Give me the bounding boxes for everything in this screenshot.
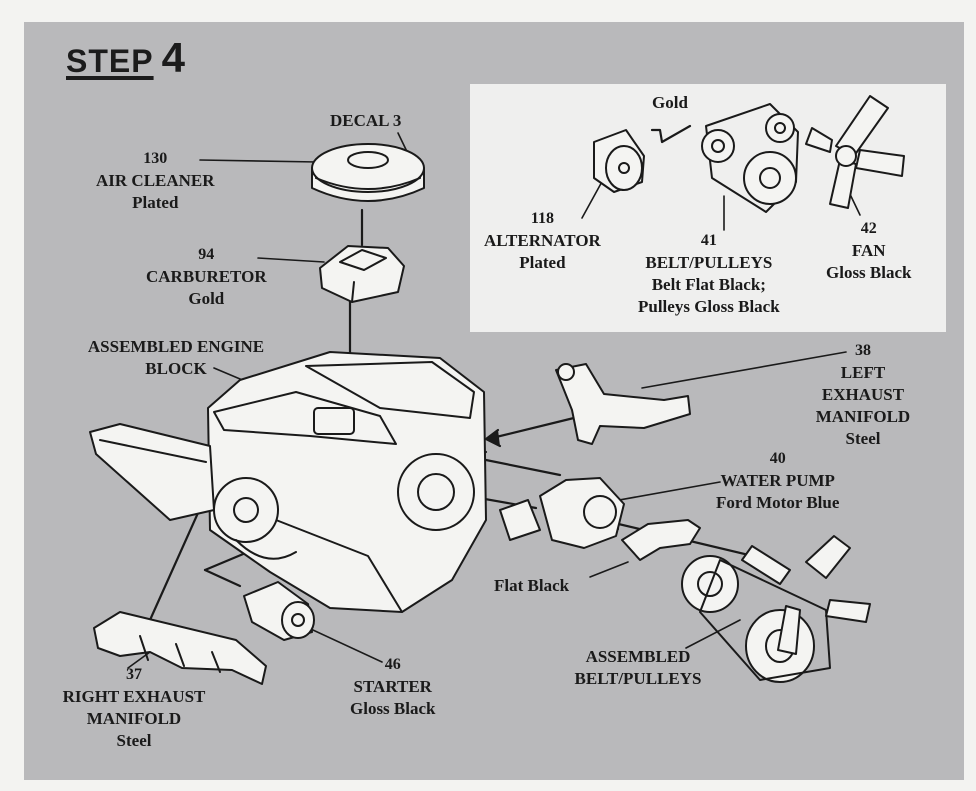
step-word: STEP	[66, 43, 154, 79]
label-carburetor: 94 CARBURETOR Gold	[146, 244, 267, 310]
label-inset-belt-pulleys: 41 BELT/PULLEYS Belt Flat Black; Pulleys…	[638, 230, 780, 318]
air-cleaner-part	[311, 143, 425, 202]
label-water-pump: 40 WATER PUMP Ford Motor Blue	[716, 448, 839, 514]
part-number: 118	[530, 210, 554, 227]
part-name: ASSEMBLED ENGINE BLOCK	[87, 337, 265, 378]
part-number: 130	[143, 150, 168, 167]
part-finish: Plated	[132, 193, 179, 212]
part-number: 42	[860, 220, 877, 237]
hose-part	[621, 519, 701, 561]
part-name: CARBURETOR	[146, 267, 267, 286]
part-name: RIGHT EXHAUST MANIFOLD	[62, 687, 206, 728]
part-number: 37	[126, 666, 142, 683]
part-name: LEFT EXHAUST MANIFOLD	[815, 363, 911, 426]
carburetor-part	[319, 245, 405, 303]
label-inset-alternator: 118 ALTERNATOR Plated	[484, 208, 601, 274]
part-name: ALTERNATOR	[484, 231, 601, 250]
part-finish: Gloss Black	[826, 263, 912, 282]
part-number: 38	[855, 342, 871, 359]
inset-alternator-part	[593, 129, 645, 193]
part-number: 41	[700, 232, 717, 249]
engine-block-part	[89, 351, 487, 613]
part-name: BELT/PULLEYS	[645, 253, 773, 272]
part-finish: Ford Motor Blue	[716, 493, 840, 512]
label-hose: Flat Black	[494, 575, 569, 597]
water-pump-part	[499, 477, 625, 549]
label-inset-fan: 42 FAN Gloss Black	[826, 218, 912, 284]
label-assembled-belt-pulleys: ASSEMBLED BELT/PULLEYS	[550, 646, 726, 690]
label-right-exhaust-manifold: 37 RIGHT EXHAUST MANIFOLD Steel	[44, 664, 224, 752]
part-finish: Steel	[116, 731, 152, 750]
label-air-cleaner: 130 AIR CLEANER Plated	[96, 148, 215, 214]
label-inset-bracket: Gold	[652, 92, 688, 114]
part-number: 94	[198, 246, 215, 263]
assembled-belt-pulleys-part	[681, 535, 871, 683]
part-finish: Gold	[652, 93, 688, 112]
label-starter: 46 STARTER Gloss Black	[350, 654, 436, 720]
part-finish: Steel	[845, 429, 881, 448]
inset-fan-part	[805, 95, 905, 209]
part-name: FAN	[851, 241, 886, 260]
part-name: AIR CLEANER	[96, 171, 215, 190]
part-name: WATER PUMP	[720, 471, 835, 490]
part-name: ASSEMBLED BELT/PULLEYS	[574, 647, 702, 688]
inset-belt-pulleys-part	[701, 103, 799, 213]
part-finish: Plated	[519, 253, 566, 272]
label-decal: DECAL 3	[330, 110, 401, 132]
part-finish: Belt Flat Black;	[651, 275, 766, 294]
step-number: 4	[161, 34, 185, 81]
part-number: 40	[769, 450, 786, 467]
right-exhaust-manifold-part	[93, 611, 267, 685]
part-finish: Gloss Black	[350, 699, 436, 718]
part-name: STARTER	[353, 677, 432, 696]
part-number: 46	[384, 656, 401, 673]
part-name: DECAL 3	[330, 111, 402, 130]
starter-part	[243, 581, 315, 641]
part-finish: Gold	[188, 289, 225, 308]
label-left-exhaust-manifold: 38 LEFT EXHAUST MANIFOLD Steel	[800, 340, 926, 450]
part-finish: Pulleys Gloss Black	[638, 297, 780, 316]
left-exhaust-manifold-part	[555, 363, 691, 445]
label-engine-block: ASSEMBLED ENGINE BLOCK	[68, 336, 284, 380]
part-finish: Flat Black	[494, 576, 570, 595]
